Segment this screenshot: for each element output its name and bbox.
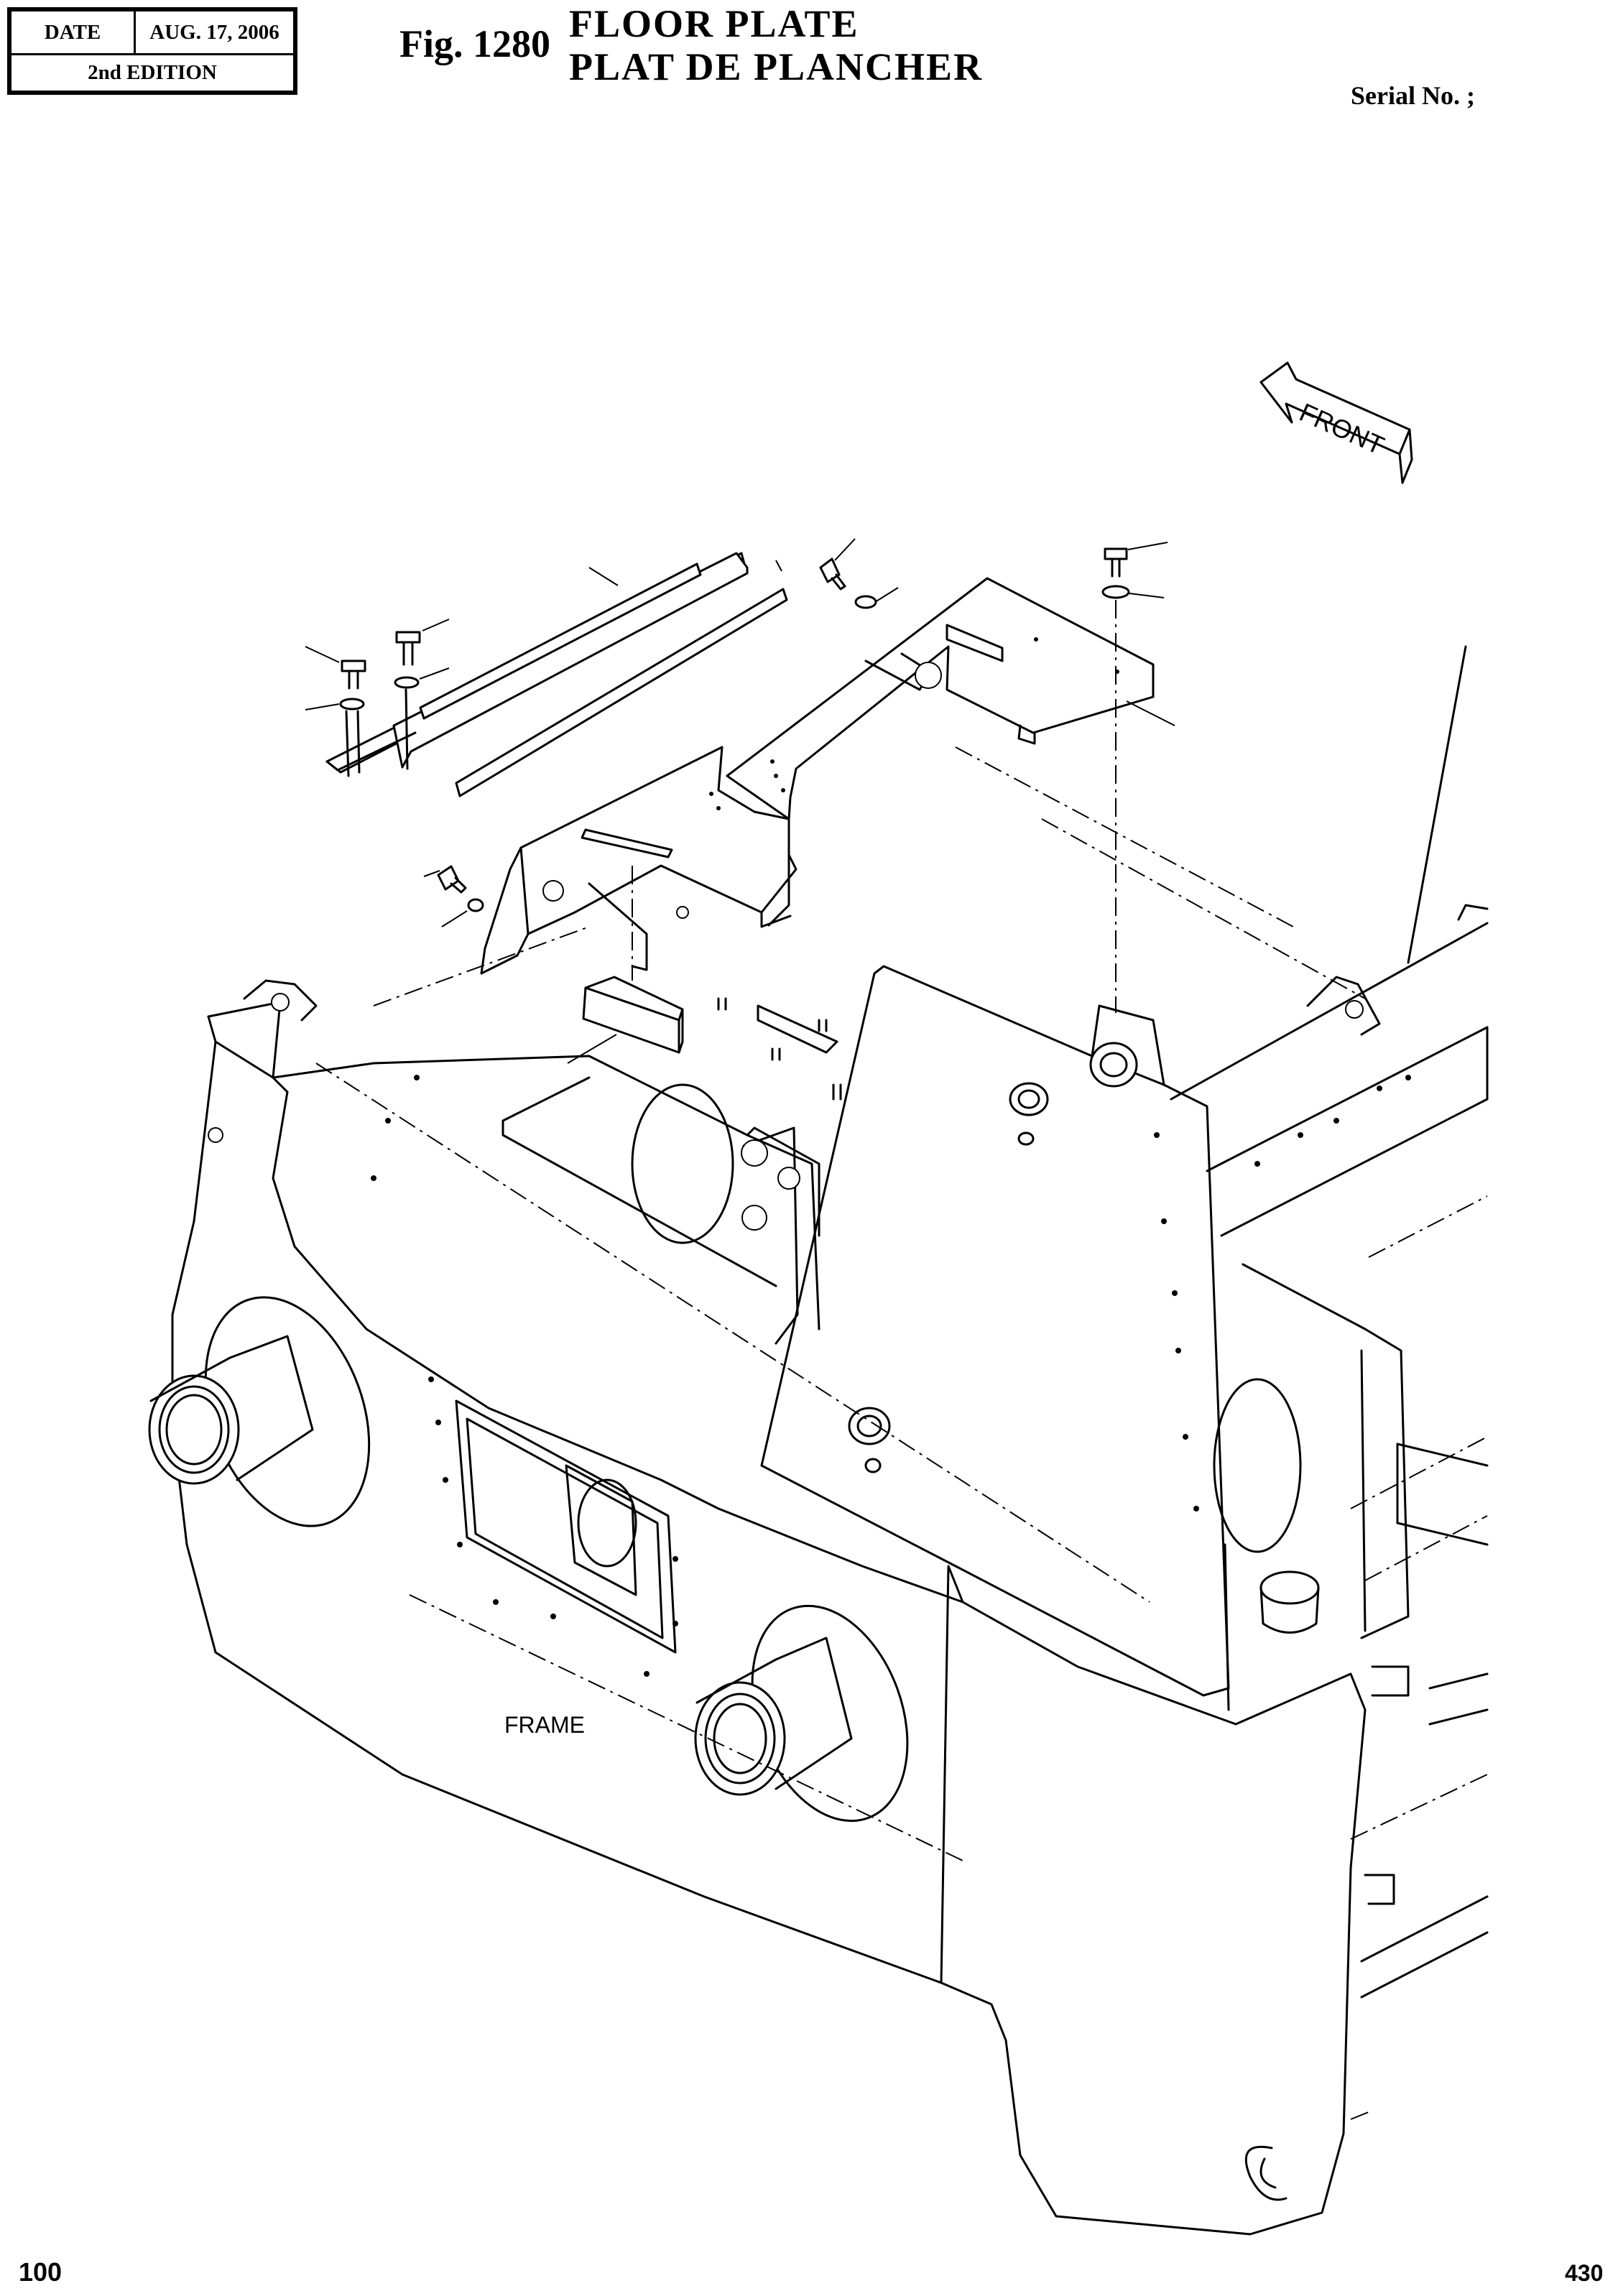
floor-plate-part — [480, 577, 1155, 975]
rubber-strip-part — [455, 588, 788, 797]
angle-bracket-part — [325, 552, 749, 774]
date-edition-box: DATE AUG. 17, 2006 2nd EDITION — [7, 7, 297, 95]
figure-number: Fig. 1280 — [399, 22, 550, 65]
date-row: DATE AUG. 17, 2006 — [11, 11, 293, 55]
bolt-fasteners — [305, 538, 1175, 1013]
date-value: AUG. 17, 2006 — [149, 20, 279, 44]
machine-frame — [148, 645, 1489, 2236]
edition-label: 2nd EDITION — [88, 61, 217, 84]
front-arrow-icon: FRONT — [1259, 361, 1413, 484]
rubber-block-part — [567, 866, 684, 1064]
frame-label: FRAME — [504, 1712, 585, 1738]
date-label: DATE — [11, 11, 136, 53]
page-number-left: 100 — [19, 2257, 63, 2287]
title-french: PLAT DE PLANCHER — [569, 45, 984, 88]
serial-number-label: Serial No. ; — [1351, 81, 1475, 110]
page-number-right: 430 — [1565, 2260, 1604, 2286]
title-english: FLOOR PLATE — [569, 2, 859, 45]
